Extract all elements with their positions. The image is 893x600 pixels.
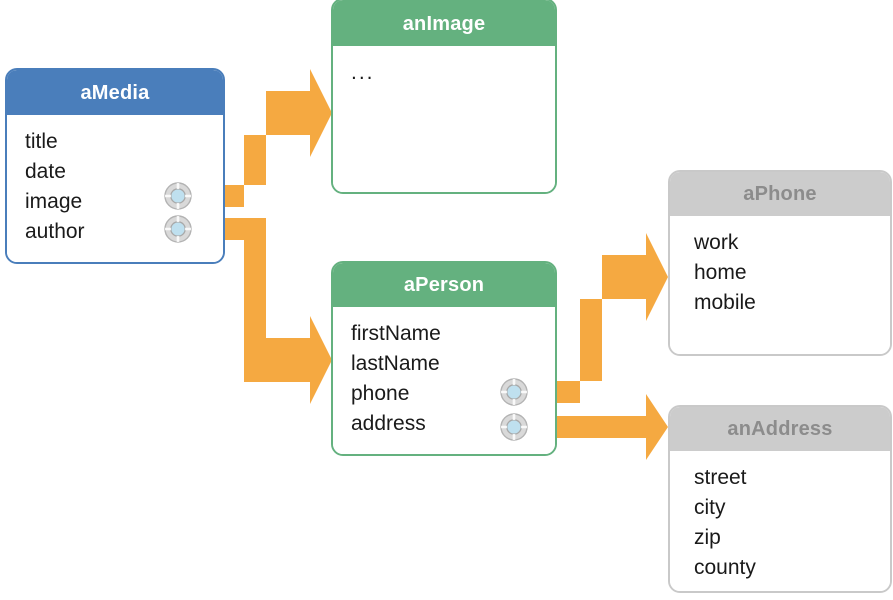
object-title-amedia: aMedia xyxy=(7,70,223,115)
field-row: date xyxy=(25,160,66,183)
field-row: zip xyxy=(694,526,721,549)
socket-icon-phone[interactable] xyxy=(500,378,528,406)
field-row: work xyxy=(694,231,739,254)
field-row: county xyxy=(694,556,756,579)
object-title-aphone: aPhone xyxy=(670,172,890,216)
field-row: phone xyxy=(351,382,410,405)
object-fields-animage: ... xyxy=(333,46,555,192)
object-fields-anaddress: street city zip county xyxy=(670,451,890,591)
socket-icon-image[interactable] xyxy=(164,182,192,210)
object-box-animage[interactable]: anImage ... xyxy=(331,0,557,194)
field-row: address xyxy=(351,412,426,435)
field-row: image xyxy=(25,190,83,213)
field-row: mobile xyxy=(694,291,756,314)
object-title-animage: anImage xyxy=(333,0,555,46)
object-box-aphone[interactable]: aPhone work home mobile xyxy=(668,170,892,356)
object-title-anaddress: anAddress xyxy=(670,407,890,451)
socket-icon-author[interactable] xyxy=(164,215,192,243)
object-box-amedia[interactable]: aMedia title date image author xyxy=(5,68,225,264)
object-title-aperson: aPerson xyxy=(333,263,555,307)
socket-icon-address[interactable] xyxy=(500,413,528,441)
field-row: title xyxy=(25,130,58,153)
ellipsis-placeholder: ... xyxy=(351,61,375,84)
field-row: firstName xyxy=(351,322,441,345)
object-box-anaddress[interactable]: anAddress street city zip county xyxy=(668,405,892,593)
field-row: street xyxy=(694,466,747,489)
field-row: city xyxy=(694,496,726,519)
field-row: home xyxy=(694,261,747,284)
field-row: author xyxy=(25,220,85,243)
field-row: lastName xyxy=(351,352,440,375)
object-fields-aphone: work home mobile xyxy=(670,216,890,354)
